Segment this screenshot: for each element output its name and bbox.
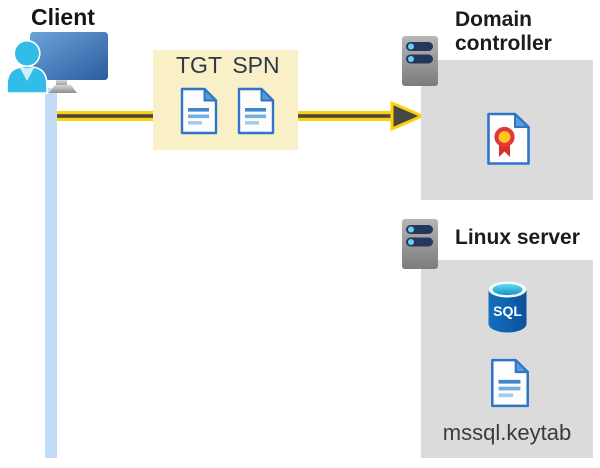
- keytab-document-icon: [491, 358, 529, 408]
- sql-database-icon: SQL: [488, 281, 527, 333]
- client-label: Client: [31, 4, 95, 30]
- spn-label: SPN: [232, 52, 280, 78]
- sql-icon-text: SQL: [493, 303, 522, 319]
- client-computer-icon: [6, 32, 108, 94]
- arrow-head: [390, 100, 426, 132]
- domain-controller-server-icon: [402, 36, 438, 86]
- spn-document-icon: [237, 87, 275, 135]
- certificate-icon: [487, 112, 530, 165]
- tgt-label: TGT: [176, 52, 222, 78]
- keytab-filename-label: mssql.keytab: [442, 420, 572, 445]
- tgt-document-icon: [180, 87, 218, 135]
- linux-server-label: Linux server: [455, 226, 580, 249]
- domain-controller-label: Domain controller: [455, 8, 552, 55]
- monitor-icon: [30, 32, 108, 93]
- client-lifeline: [45, 88, 57, 458]
- linux-server-icon: [402, 219, 438, 269]
- person-icon: [6, 39, 48, 94]
